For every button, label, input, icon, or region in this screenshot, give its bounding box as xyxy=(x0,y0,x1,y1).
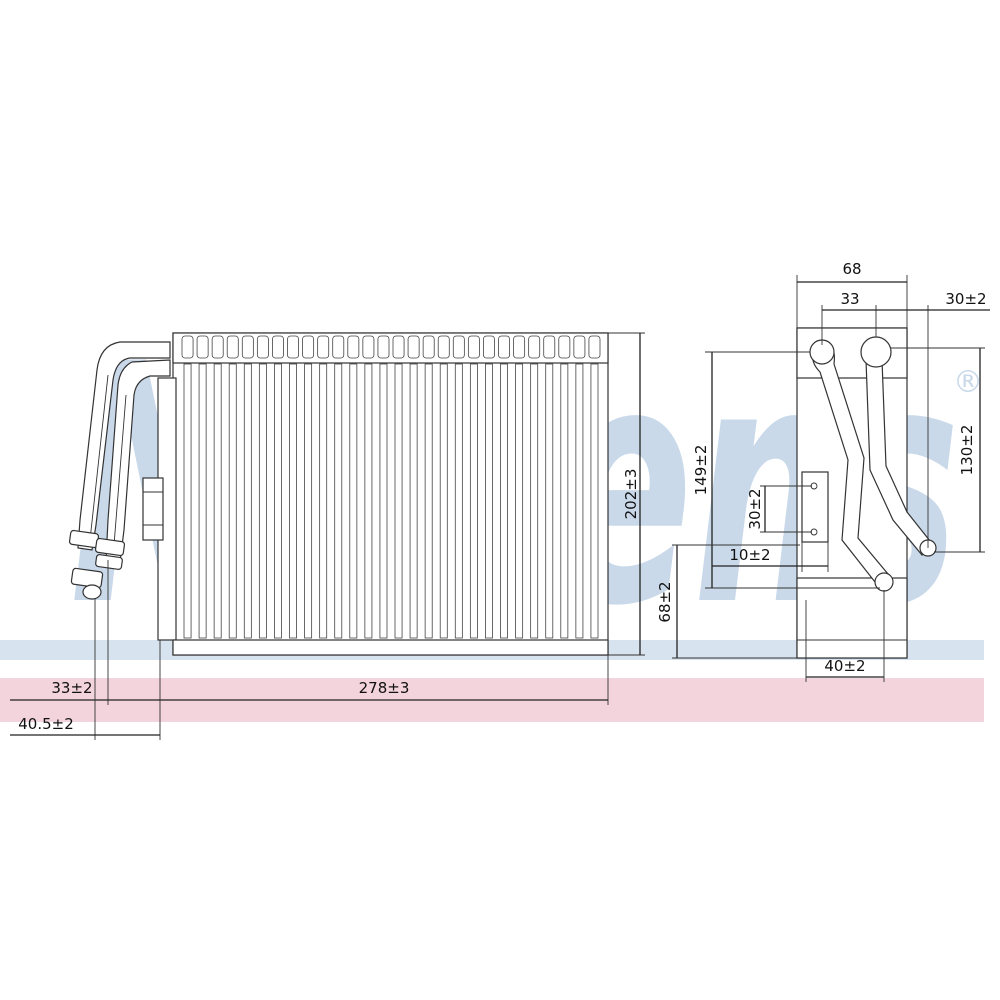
fin-cap xyxy=(498,335,510,359)
fin-tube xyxy=(198,363,207,639)
fin-cap xyxy=(573,335,586,359)
dim-side-pipe-spacing: 33 xyxy=(821,290,877,345)
dim-side-pipe-height: 130±2 xyxy=(890,347,985,553)
fin-cap xyxy=(513,335,526,359)
dim-bottom-width: 40±2 xyxy=(805,590,885,682)
fin-cap xyxy=(317,335,330,359)
front-height-label: 202±3 xyxy=(622,469,640,520)
side-pipes xyxy=(809,336,937,592)
fin-tube xyxy=(500,363,508,639)
fin-tube xyxy=(575,363,584,639)
fin-cap xyxy=(226,335,239,359)
fin-cap xyxy=(483,335,495,359)
fin-tube xyxy=(228,363,237,639)
fin-cap xyxy=(241,335,254,359)
side-view: 68 33 30±2 130±2 149±2 xyxy=(656,260,990,682)
core-bottom-bar xyxy=(172,639,609,656)
fin-cap xyxy=(332,335,345,359)
fin-tube xyxy=(424,363,433,639)
pipe-offset-1-label: 33±2 xyxy=(51,679,92,697)
bracket-offset-label: 10±2 xyxy=(729,546,770,564)
side-pipe-spacing-label: 33 xyxy=(840,290,859,308)
fin-tube xyxy=(530,363,539,639)
fin-tube xyxy=(258,363,267,639)
pipe-offset-2-label: 40.5±2 xyxy=(18,715,74,733)
fin-tube xyxy=(560,363,569,639)
fin-tubes xyxy=(181,335,601,639)
core-body xyxy=(172,332,609,656)
fin-tube xyxy=(379,363,388,639)
fin-cap xyxy=(196,335,209,359)
fin-cap xyxy=(407,335,420,359)
fin-tube xyxy=(304,363,313,639)
dim-pipe-offset-2: 40.5±2 xyxy=(10,598,160,740)
fin-cap xyxy=(362,335,375,359)
fin-cap xyxy=(543,335,556,359)
fin-cap xyxy=(272,335,284,359)
fin-tube xyxy=(545,363,554,639)
front-width-label: 278±3 xyxy=(359,679,410,697)
pipe-fitting-2 xyxy=(94,537,126,557)
side-bottom-header xyxy=(796,577,908,659)
fin-cap xyxy=(452,335,465,359)
side-pipe-top-offset-label: 30±2 xyxy=(945,290,986,308)
lower-height-label: 68±2 xyxy=(656,581,674,622)
fin-tube xyxy=(319,363,328,639)
dim-side-overall-height: 149±2 xyxy=(692,351,880,589)
bottom-width-label: 40±2 xyxy=(824,657,865,675)
fin-cap xyxy=(467,335,480,359)
fin-cap xyxy=(181,335,194,359)
side-pipe-height-label: 130±2 xyxy=(958,425,976,476)
expansion-block xyxy=(142,477,164,541)
dim-side-width: 68 xyxy=(796,260,908,328)
bracket-height-label: 30±2 xyxy=(746,488,764,529)
fin-cap xyxy=(377,335,390,359)
fin-tube xyxy=(394,363,403,639)
fin-tube xyxy=(439,363,448,639)
registered-mark: ® xyxy=(953,365,983,400)
fin-cap xyxy=(211,335,224,359)
fin-cap xyxy=(422,335,435,359)
fin-cap xyxy=(392,335,405,359)
fin-cap xyxy=(347,335,360,359)
fin-cap xyxy=(437,335,450,359)
dim-front-height: 202±3 xyxy=(608,332,645,656)
fin-tube xyxy=(485,363,493,639)
fin-cap xyxy=(588,335,601,359)
fin-tube xyxy=(213,363,222,639)
fin-tube xyxy=(454,363,463,639)
fin-cap xyxy=(302,335,315,359)
side-width-label: 68 xyxy=(842,260,861,278)
fin-tube xyxy=(469,363,478,639)
fin-cap xyxy=(287,335,299,359)
dim-lower-height: 68±2 xyxy=(656,544,800,659)
front-view: 202±3 278±3 33±2 40.5±2 xyxy=(10,332,645,740)
fin-cap xyxy=(256,335,269,359)
dim-bracket-offset: 10±2 xyxy=(712,542,829,572)
fin-tube xyxy=(289,363,297,639)
side-overall-height-label: 149±2 xyxy=(692,445,710,496)
fin-tube xyxy=(334,363,343,639)
fin-tube xyxy=(349,363,358,639)
dim-front-width: 278±3 xyxy=(160,655,609,705)
dim-pipe-offset-1: 33±2 xyxy=(10,560,161,740)
fin-tube xyxy=(590,363,599,639)
fin-tube xyxy=(183,363,192,639)
dim-side-pipe-top-offset: 30±2 xyxy=(876,290,990,548)
side-bracket xyxy=(801,471,829,543)
fin-tube xyxy=(409,363,418,639)
dim-bracket-height: 30±2 xyxy=(746,485,812,533)
fin-cap xyxy=(528,335,541,359)
fin-tube xyxy=(274,363,282,639)
fin-tube xyxy=(243,363,252,639)
fin-cap xyxy=(558,335,571,359)
fin-tube xyxy=(515,363,524,639)
fin-tube xyxy=(364,363,373,639)
pipe-fitting-3 xyxy=(70,567,104,589)
